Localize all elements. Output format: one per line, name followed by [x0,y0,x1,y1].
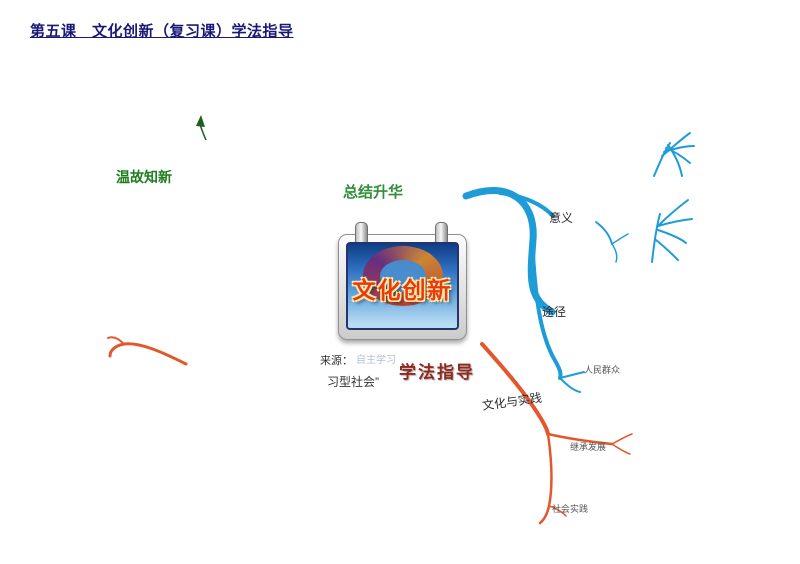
green-arrow-tail [199,123,207,141]
swirl-hole [379,260,426,292]
swirl-logo-icon [362,246,443,306]
branch-blue-fork-a [559,371,585,379]
node-society: 习型社会” [327,375,379,389]
branch-blue-meaning-tip-b [611,243,618,263]
node-method: 学法指导 [399,363,475,382]
blue-tree-top-right [653,132,695,177]
branch-blue-fork-b [559,377,581,393]
center-topic-label: 文化创新 [352,277,453,304]
calendar-screen: 文化创新 [346,242,459,330]
node-inherit: 继承发展 [570,442,607,452]
green-note: 温故知新 [116,169,172,185]
branch-blue-main [462,187,556,316]
branch-orange-down [538,432,553,525]
branch-orange-right-tip-b [611,443,631,455]
node-practice: 社会实践 [552,504,589,514]
node-meaning: 意义 [549,211,574,225]
node-summary: 总结升华 [343,184,404,201]
branch-blue-meaning-tip-a [611,233,629,245]
node-faint-note: 自主学习 [356,355,396,366]
blue-tree-mid-right [651,199,693,263]
node-culture-practice: 文化与实践 [481,390,543,413]
node-source: 来源： [320,355,353,367]
node-people: 人民群众 [584,365,621,375]
green-arrow-icon [196,115,205,127]
branch-orange-right-tip-a [611,433,633,445]
node-approach: 途径 [542,305,567,319]
branch-blue-meaning-tail [595,221,613,245]
page-title: 第五课 文化创新（复习课）学法指导 [30,23,294,40]
branch-blue-meaning [498,191,555,218]
branch-orange-left-tip [107,336,125,345]
branch-orange-left [108,342,188,366]
calendar-graphic: 文化创新 [338,222,467,340]
